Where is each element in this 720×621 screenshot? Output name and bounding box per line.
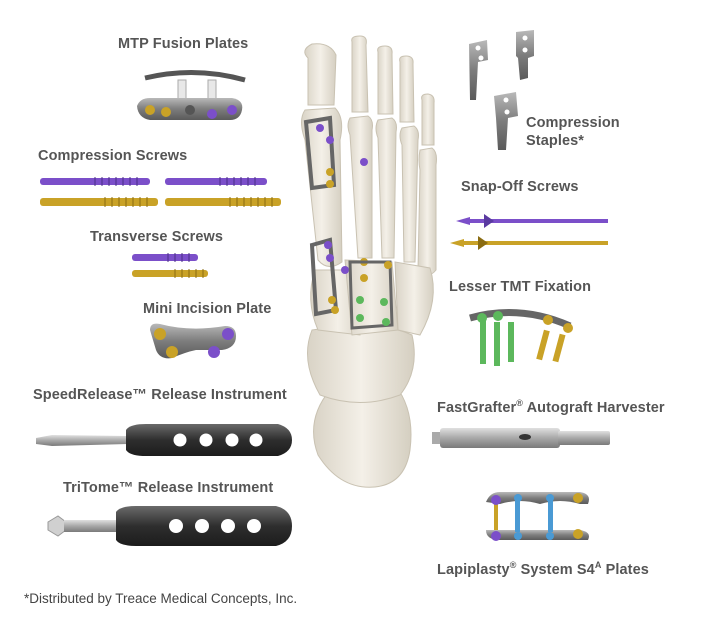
tritome-instrument-image xyxy=(47,506,292,546)
compression-screws-image xyxy=(40,177,281,207)
compression-staples-label: Compression Staples* xyxy=(526,114,620,150)
compression-staples-line2: Staples* xyxy=(526,133,585,149)
lapiplasty-label: Lapiplasty® System S4A Plates xyxy=(437,560,649,578)
foot-implants xyxy=(303,115,394,330)
fastgrafter-label: FastGrafter® Autograft Harvester xyxy=(437,398,665,416)
compression-staples-line1: Compression xyxy=(526,115,620,131)
registered-mark: ® xyxy=(516,398,523,409)
compression-staples-image xyxy=(469,30,534,150)
fastgrafter-name: FastGrafter xyxy=(437,400,517,416)
lesser-tmt-fixation-image xyxy=(469,309,573,366)
transverse-screws-image xyxy=(132,253,208,278)
mini-incision-plate-label: Mini Incision Plate xyxy=(143,301,272,317)
mini-incision-plate-image xyxy=(150,323,236,359)
snap-off-screws-label: Snap-Off Screws xyxy=(461,179,579,195)
distribution-footnote: *Distributed by Treace Medical Concepts,… xyxy=(24,591,298,606)
lapiplasty-plates-image xyxy=(486,492,589,541)
lesser-tmt-fixation-label: Lesser TMT Fixation xyxy=(449,279,592,295)
lapiplasty-rest: Plates xyxy=(601,562,649,578)
mtp-fusion-plate-image xyxy=(137,69,246,120)
registered-mark: ® xyxy=(509,560,517,571)
tritome-label: TriTome™ Release Instrument xyxy=(63,480,274,496)
snap-off-screws-image xyxy=(450,214,608,250)
compression-screws-label: Compression Screws xyxy=(38,148,188,164)
fastgrafter-image xyxy=(432,428,610,448)
lapiplasty-name: Lapiplasty xyxy=(437,562,510,578)
mtp-fusion-plates-label: MTP Fusion Plates xyxy=(118,36,249,52)
fastgrafter-rest: Autograft Harvester xyxy=(523,400,665,416)
speedrelease-label: SpeedRelease™ Release Instrument xyxy=(33,387,287,403)
superscript-a: A xyxy=(594,560,602,571)
lapiplasty-mid: System S4 xyxy=(516,562,595,578)
speedrelease-instrument-image xyxy=(36,424,292,456)
transverse-screws-label: Transverse Screws xyxy=(90,229,224,245)
